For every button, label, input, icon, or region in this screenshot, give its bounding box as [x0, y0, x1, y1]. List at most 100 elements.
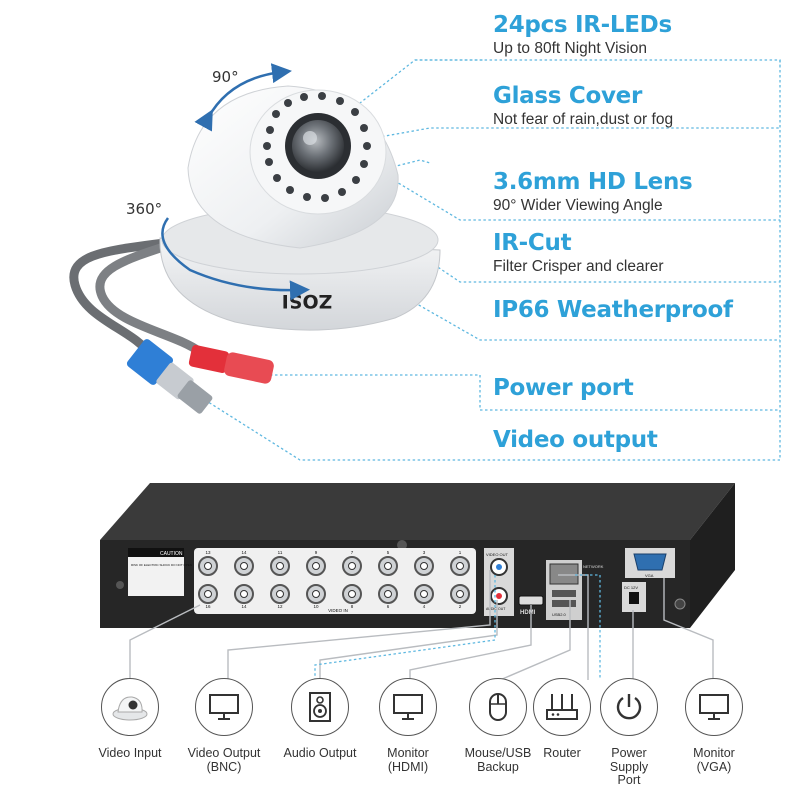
dvr-section: CAUTION RISK OF ELECTRIC SHOCK DO NOT OP… [0, 470, 800, 800]
bnc-port-center [276, 590, 284, 598]
audio-out-label: AUDIO OUT [486, 607, 506, 611]
usb-port-2[interactable] [552, 600, 576, 607]
caution-subtitle: RISK OF ELECTRIC SHOCK DO NOT OPEN [131, 563, 192, 567]
vga-port[interactable] [633, 553, 667, 571]
bnc-port-number: 1 [459, 550, 462, 555]
dome-camera-icon [101, 678, 159, 736]
feature-title: IP66 Weatherproof [493, 297, 733, 323]
vga-label: VGA [645, 573, 654, 578]
feature-title: 24pcs IR-LEDs [493, 12, 672, 38]
bnc-port-number: 13 [205, 550, 211, 555]
device-label: Audio Output [283, 746, 357, 760]
device-video-input: Video Input [90, 678, 170, 761]
feature-subtitle: Filter Crisper and clearer [493, 258, 664, 275]
feature-title: IR-Cut [493, 230, 572, 256]
power-icon [600, 678, 658, 736]
device-router: Router [522, 678, 602, 761]
bnc-port-center [204, 590, 212, 598]
device-label: Video Input [98, 746, 162, 760]
network-port[interactable] [549, 563, 579, 585]
dc-label: DC 12V [624, 585, 638, 590]
tilt-arrow-icon [194, 63, 292, 132]
bnc-port-center [204, 562, 212, 570]
bnc-port-center [348, 590, 356, 598]
bnc-port-number: 16 [205, 604, 211, 609]
bnc-port-number: 12 [277, 604, 283, 609]
brand-logo: ZOSI [282, 290, 333, 312]
hdmi-port[interactable] [518, 595, 544, 606]
video-in-label: VIDEO IN [328, 608, 348, 613]
monitor-icon [379, 678, 437, 736]
feature-title: Glass Cover [493, 83, 642, 109]
bnc-port-center [456, 590, 464, 598]
speaker-icon [291, 678, 349, 736]
usb-label: USB2.0 [552, 612, 567, 617]
bnc-port-center [312, 562, 320, 570]
feature-video-output: Video output [493, 427, 658, 453]
bnc-port-number: 7 [351, 550, 354, 555]
network-label: NETWORK [583, 564, 604, 569]
feature-title: 3.6mm HD Lens [493, 169, 693, 195]
device-video-output-bnc: Video Output(BNC) [184, 678, 264, 774]
dc-power-port[interactable] [629, 592, 639, 604]
bnc-port-center [240, 590, 248, 598]
pan-angle-label: 360° [126, 200, 163, 218]
hdmi-label: HDMI [520, 610, 536, 616]
video-out-label: VIDEO OUT [486, 552, 509, 557]
bnc-port-center [240, 562, 248, 570]
bnc-port-number: 3 [423, 550, 426, 555]
bnc-port-number: 6 [387, 604, 390, 609]
feature-title: Video output [493, 427, 658, 453]
feature-subtitle: Up to 80ft Night Vision [493, 40, 647, 57]
bnc-port-center [276, 562, 284, 570]
dvr-top [100, 483, 735, 540]
bnc-port-center [312, 590, 320, 598]
pan-arrow-icon [161, 217, 310, 301]
camera-section: ZOSI 90° 360° 24pcs IR-LE [69, 12, 781, 461]
feature-ir-leds: 24pcs IR-LEDs Up to 80ft Night Vision [493, 12, 672, 58]
feature-hd-lens: 3.6mm HD Lens 90° Wider Viewing Angle [493, 169, 693, 215]
device-audio-output: Audio Output [280, 678, 360, 761]
bnc-port-number: 14 [241, 604, 247, 609]
device-label: Router [543, 746, 581, 760]
router-icon [533, 678, 591, 736]
bnc-port-number: 8 [351, 604, 354, 609]
bnc-port-center [384, 590, 392, 598]
usb-port-1[interactable] [552, 590, 576, 597]
feature-power-port: Power port [493, 375, 634, 401]
bnc-port-center [456, 562, 464, 570]
feature-title: Power port [493, 375, 634, 401]
feature-weatherproof: IP66 Weatherproof [493, 297, 733, 323]
device-label: Video Output(BNC) [187, 746, 261, 774]
bnc-port-number: 14 [241, 550, 247, 555]
bnc-port-number: 11 [278, 550, 283, 555]
bnc-port-number: 4 [423, 604, 426, 609]
caution-title: CAUTION [160, 551, 183, 557]
bnc-port-center [420, 562, 428, 570]
tilt-angle-label: 90° [212, 68, 239, 86]
feature-subtitle: 90° Wider Viewing Angle [493, 197, 663, 214]
mouse-icon [469, 678, 527, 736]
monitor-icon [195, 678, 253, 736]
camera-cables [69, 235, 274, 414]
bnc-ports-bottom: 16 14 12 10 8 6 4 2 [198, 584, 470, 609]
device-label: Monitor(VGA) [693, 746, 735, 774]
device-monitor-vga: Monitor(VGA) [674, 678, 754, 774]
device-label: Monitor(HDMI) [387, 746, 429, 774]
camera-illustration: ZOSI [69, 59, 781, 461]
dvr-illustration: CAUTION RISK OF ELECTRIC SHOCK DO NOT OP… [100, 483, 735, 681]
video-in-panel [194, 548, 476, 614]
bnc-port-number: 10 [313, 604, 319, 609]
device-monitor-hdmi: Monitor(HDMI) [368, 678, 448, 774]
bnc-port-center [384, 562, 392, 570]
monitor-icon [685, 678, 743, 736]
bnc-port-number: 5 [387, 550, 390, 555]
feature-glass-cover: Glass Cover Not fear of rain,dust or fog [493, 83, 673, 129]
bnc-port-number: 2 [459, 604, 462, 609]
bnc-port-center [420, 590, 428, 598]
